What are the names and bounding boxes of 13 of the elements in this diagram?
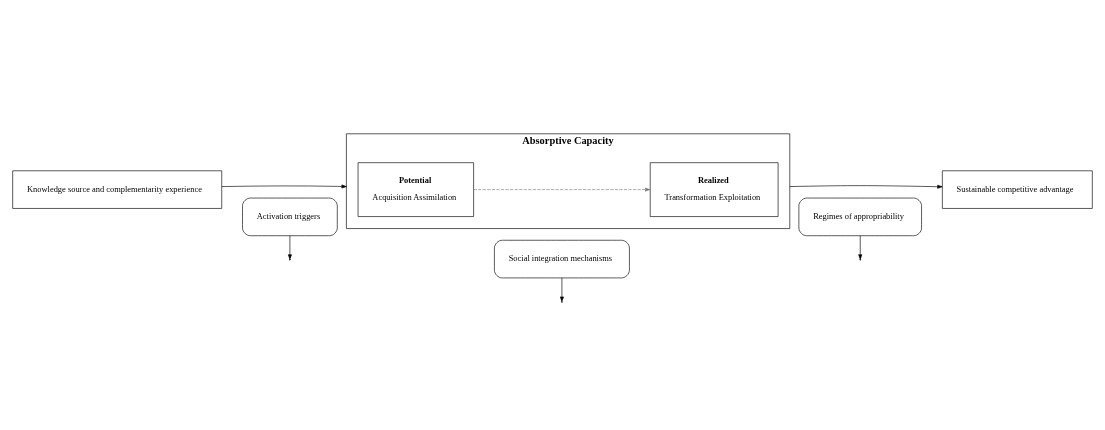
node-box: Regimes of appropriability: [798, 197, 922, 236]
arrow: [858, 234, 863, 260]
arrow: [473, 187, 651, 192]
node-box: Potential Acquisition Assimilation: [357, 161, 474, 217]
node-box: Sustainable competitive advantage: [942, 169, 1093, 209]
node-box: Activation triggers: [242, 197, 338, 236]
arrow: [789, 184, 943, 189]
node-box: Realized Transformation Exploitation: [649, 161, 779, 217]
arrow: [287, 234, 292, 260]
node-box: Knowledge source and complementarity experience: [12, 169, 223, 209]
node-box: Social integration mechanisms: [494, 239, 630, 278]
arrow: [221, 184, 347, 188]
arrow: [560, 277, 564, 302]
